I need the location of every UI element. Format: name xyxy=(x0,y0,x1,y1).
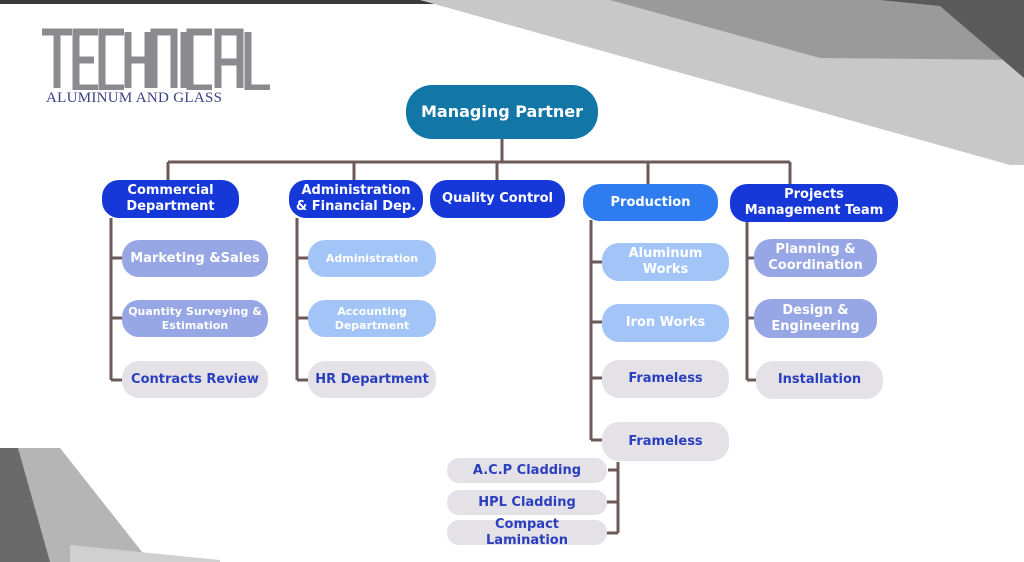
projects-management-node: Projects Management Team xyxy=(730,184,898,222)
connector-commercial xyxy=(109,218,122,382)
connector-administration xyxy=(295,218,308,382)
commercial-department-node: Commercial Department xyxy=(102,180,239,218)
aluminum-works-node: Aluminum Works xyxy=(602,243,729,281)
acp-cladding-node: A.C.P Cladding xyxy=(447,458,607,483)
managing-partner-node: Managing Partner xyxy=(406,85,598,139)
logo-letter-l xyxy=(244,32,270,90)
accounting-department-node: Accounting Department xyxy=(308,300,436,337)
bottom-left-dark-shape xyxy=(0,448,50,562)
administration-financial-node: Administration & Financial Dep. xyxy=(289,180,423,218)
connector-drops xyxy=(166,162,792,184)
administration-node: Administration xyxy=(308,240,436,277)
quality-control-node: Quality Control xyxy=(430,180,565,218)
connector-projects xyxy=(745,222,756,382)
installation-node: Installation xyxy=(756,361,883,399)
planning-coordination-node: Planning & Coordination xyxy=(754,239,877,277)
logo-letter-a xyxy=(214,28,244,88)
frameless-node-1: Frameless xyxy=(602,360,729,398)
top-right-mid-shape xyxy=(610,0,1024,60)
company-logo xyxy=(42,28,270,90)
contracts-review-node: Contracts Review xyxy=(122,361,268,398)
iron-works-node: Iron Works xyxy=(602,304,729,342)
logo-letter-h xyxy=(124,32,152,88)
compact-lamination-node: Compact Lamination xyxy=(447,517,607,548)
connector-cladding xyxy=(605,462,620,535)
logo-letter-e xyxy=(72,28,98,90)
logo-letter-c xyxy=(98,28,124,90)
logo-letter-c2 xyxy=(186,28,212,90)
design-engineering-node: Design & Engineering xyxy=(754,299,877,338)
marketing-sales-node: Marketing &Sales xyxy=(122,240,268,277)
top-right-dark-shape xyxy=(880,0,1024,78)
hpl-cladding-node: HPL Cladding xyxy=(447,490,607,515)
quantity-surveying-node: Quantity Surveying & Estimation xyxy=(122,300,268,337)
logo-letter-t xyxy=(42,28,72,88)
logo-letter-n xyxy=(150,28,178,88)
frameless-node-2: Frameless xyxy=(602,422,729,461)
connector-production xyxy=(589,220,602,442)
logo-subtitle: ALUMINUM AND GLASS xyxy=(46,90,223,106)
hr-department-node: HR Department xyxy=(308,361,436,398)
production-node: Production xyxy=(583,184,718,221)
bottom-left-thin-shape xyxy=(70,545,220,562)
